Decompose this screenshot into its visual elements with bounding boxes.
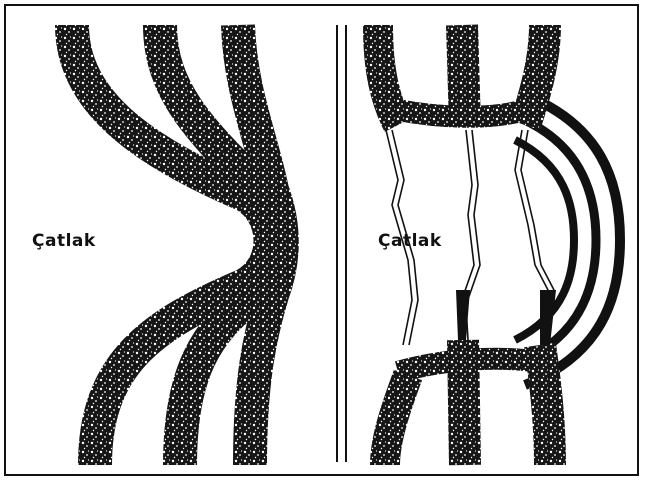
right-top-band bbox=[398, 110, 525, 117]
right-bottom-band bbox=[398, 359, 540, 372]
left-panel: Çatlak bbox=[32, 25, 292, 465]
right-vein-1-lower bbox=[385, 375, 408, 465]
right-label: Çatlak bbox=[378, 231, 442, 251]
right-vein-3 bbox=[525, 25, 545, 125]
left-label: Çatlak bbox=[32, 231, 96, 251]
right-panel: Çatlak bbox=[378, 25, 620, 465]
right-vein-3-lower bbox=[540, 345, 550, 465]
right-vein-1 bbox=[378, 25, 398, 125]
